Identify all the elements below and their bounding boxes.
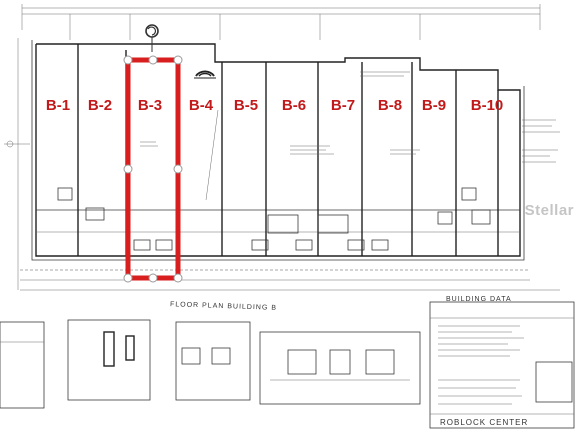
unit-label-b6[interactable]: B-6 — [281, 97, 307, 114]
detail-drawings — [0, 319, 421, 409]
demising-walls — [77, 44, 499, 256]
arch-symbol-icon — [194, 70, 216, 79]
title-block — [429, 301, 575, 429]
unit-label-b5[interactable]: B-5 — [233, 97, 259, 114]
project-name: ROBLOCK CENTER — [440, 418, 529, 427]
unit-label-b2[interactable]: B-2 — [87, 97, 113, 114]
unit-label-b3[interactable]: B-3 — [137, 97, 163, 114]
unit-label-b8[interactable]: B-8 — [377, 97, 403, 114]
building-outline — [20, 40, 560, 291]
watermark: Stellar — [524, 202, 574, 219]
grid-markers — [4, 38, 30, 290]
unit-label-b1[interactable]: B-1 — [45, 97, 71, 114]
selected-unit-highlight[interactable] — [123, 55, 183, 283]
rotate-icon[interactable] — [145, 24, 159, 52]
unit-label-b10[interactable]: B-10 — [470, 97, 504, 114]
restroom-fixtures — [57, 187, 491, 251]
unit-label-b9[interactable]: B-9 — [421, 97, 447, 114]
unit-label-b7[interactable]: B-7 — [330, 97, 356, 114]
unit-label-b4[interactable]: B-4 — [188, 97, 214, 114]
building-data-title: BUILDING DATA — [446, 296, 512, 303]
annotation-scribbles — [140, 71, 560, 163]
top-dimension-lines — [21, 4, 541, 40]
